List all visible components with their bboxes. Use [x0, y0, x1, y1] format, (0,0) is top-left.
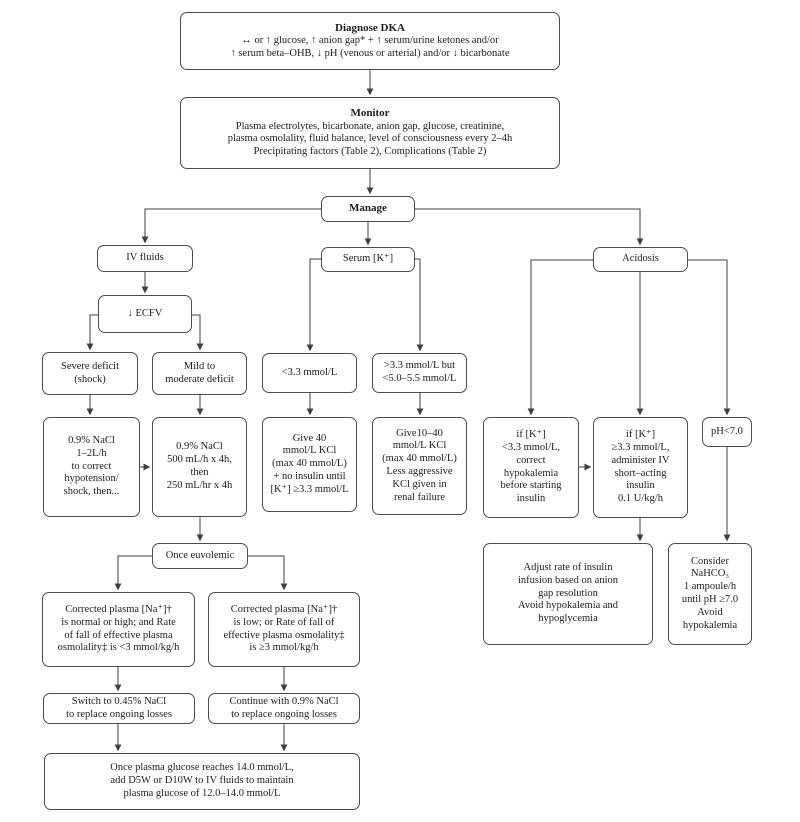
k-mid-label: >3.3 mmol/L but <5.0–5.5 mmol/L	[382, 360, 457, 384]
node-once-euvolemic: Once euvolemic	[152, 543, 248, 569]
glucose-target-label: Once plasma glucose reaches 14.0 mmol/L,…	[110, 762, 294, 799]
monitor-items-text: Plasma electrolytes, bicarbonate, anion …	[227, 120, 513, 158]
nahco3-label: Consider NaHCO₃ 1 ampoule/h until pH ≥7.…	[681, 555, 739, 631]
node-k-3-3-to-5-5: >3.3 mmol/L but <5.0–5.5 mmol/L	[372, 353, 467, 393]
nacl-severe-label: 0.9% NaCl 1–2L/h to correct hypotension/…	[63, 435, 120, 498]
node-acidosis: Acidosis	[593, 247, 688, 272]
node-iv-fluids: IV fluids	[97, 245, 193, 272]
monitor-title: Monitor	[350, 107, 390, 120]
node-glucose-target: Once plasma glucose reaches 14.0 mmol/L,…	[44, 753, 360, 810]
corrected-na-high-label: Corrected plasma [Na⁺]† is normal or hig…	[57, 603, 180, 654]
give-10-40-label: Give10–40 mmol/L KCl (max 40 mmol/L) Les…	[382, 427, 457, 503]
give-40-label: Give 40 mmol/L KCl (max 40 mmol/L) + no …	[270, 432, 349, 495]
mild-deficit-label: Mild to moderate deficit	[165, 360, 234, 385]
node-continue-09-nacl: Continue with 0.9% NaCl to replace ongoi…	[208, 693, 360, 724]
node-give-10-40-kcl: Give10–40 mmol/L KCl (max 40 mmol/L) Les…	[372, 417, 467, 515]
node-ph-below-7: pH<7.0	[702, 417, 752, 447]
adjust-insulin-label: Adjust rate of insulin infusion based on…	[517, 562, 619, 625]
switch-nacl-label: Switch to 0.45% NaCl to replace ongoing …	[66, 695, 172, 720]
nacl-mild-label: 0.9% NaCl 500 mL/h x 4h, then 250 mL/hr …	[166, 441, 233, 491]
node-monitor: Monitor Plasma electrolytes, bicarbonate…	[180, 97, 560, 169]
ph-low-label: pH<7.0	[711, 425, 743, 437]
k-insulin-label: if [K⁺] ≥3.3 mmol/L, administer IV short…	[611, 429, 670, 505]
k-correct-label: if [K⁺] <3.3 mmol/L, correct hypokalemia…	[500, 429, 562, 505]
node-mild-deficit: Mild to moderate deficit	[152, 352, 247, 395]
node-serum-k: Serum [K⁺]	[321, 247, 415, 272]
iv-fluids-label: IV fluids	[126, 252, 164, 264]
node-corrected-na-high: Corrected plasma [Na⁺]† is normal or hig…	[42, 592, 195, 667]
node-severe-deficit: Severe deficit (shock)	[42, 352, 138, 395]
node-diagnose-dka: Diagnose DKA ↔ or ↑ glucose, ↑ anion gap…	[180, 12, 560, 70]
node-nacl-severe: 0.9% NaCl 1–2L/h to correct hypotension/…	[43, 417, 140, 517]
severe-deficit-label: Severe deficit (shock)	[60, 360, 119, 385]
diagnose-criteria-text: ↔ or ↑ glucose, ↑ anion gap* + ↑ serum/u…	[230, 34, 510, 59]
ecfv-label: ↓ ECFV	[127, 307, 163, 319]
diagnose-title: Diagnose DKA	[335, 21, 405, 34]
node-give-40-kcl: Give 40 mmol/L KCl (max 40 mmol/L) + no …	[262, 417, 357, 512]
node-switch-045-nacl: Switch to 0.45% NaCl to replace ongoing …	[43, 693, 195, 724]
continue-nacl-label: Continue with 0.9% NaCl to replace ongoi…	[229, 695, 339, 720]
node-manage: Manage	[321, 196, 415, 222]
node-nacl-mild: 0.9% NaCl 500 mL/h x 4h, then 250 mL/hr …	[152, 417, 247, 517]
node-ecfv: ↓ ECFV	[98, 295, 192, 333]
node-corrected-na-low: Corrected plasma [Na⁺]† is low; or Rate …	[208, 592, 360, 667]
k-low-label: <3.3 mmol/L	[281, 366, 338, 378]
euvolemic-label: Once euvolemic	[165, 549, 235, 561]
acidosis-label: Acidosis	[622, 253, 659, 265]
serum-k-label: Serum [K⁺]	[342, 253, 394, 265]
node-correct-hypokalemia: if [K⁺] <3.3 mmol/L, correct hypokalemia…	[483, 417, 579, 518]
node-consider-nahco3: Consider NaHCO₃ 1 ampoule/h until pH ≥7.…	[668, 543, 752, 645]
node-iv-insulin: if [K⁺] ≥3.3 mmol/L, administer IV short…	[593, 417, 688, 518]
corrected-na-low-label: Corrected plasma [Na⁺]† is low; or Rate …	[223, 603, 345, 654]
node-k-below-3-3: <3.3 mmol/L	[262, 353, 357, 393]
manage-label: Manage	[349, 202, 387, 215]
node-adjust-insulin: Adjust rate of insulin infusion based on…	[483, 543, 653, 645]
